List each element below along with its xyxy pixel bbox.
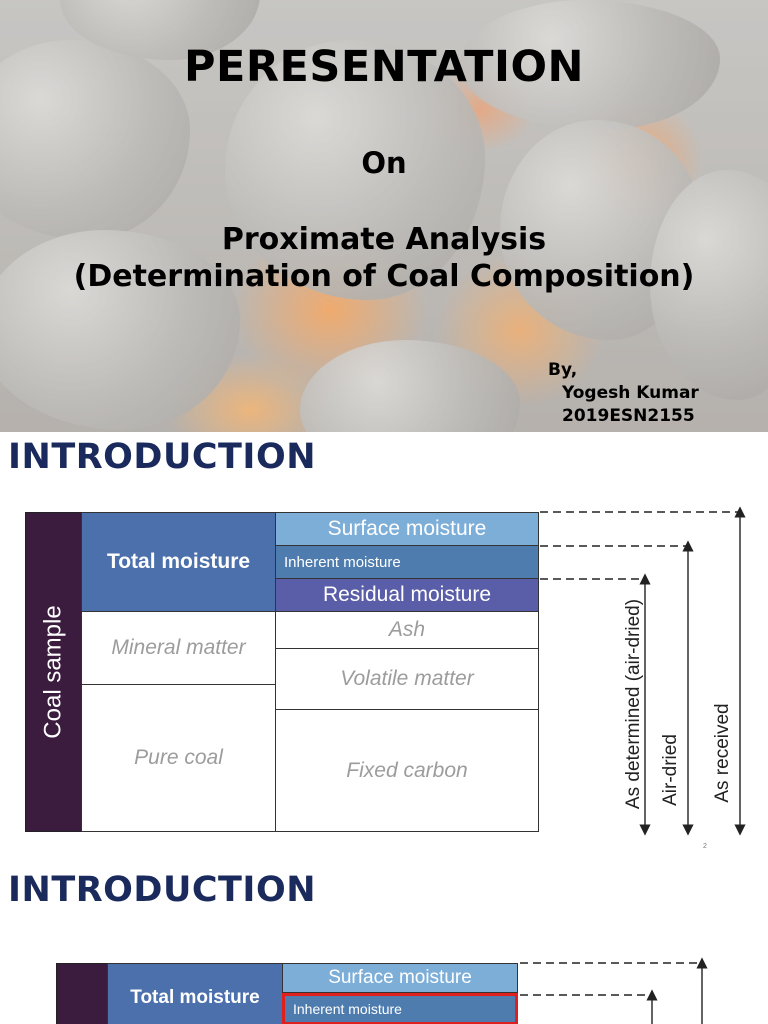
- coal-lump: [460, 0, 720, 130]
- by-label: By,: [548, 360, 578, 380]
- slide3-heading: INTRODUCTION: [8, 870, 316, 910]
- coal-lump: [225, 40, 485, 300]
- page-number: 2: [703, 843, 707, 850]
- coal-lump: [0, 230, 240, 430]
- total-moisture-cell: Total moisture: [81, 512, 276, 612]
- fixed-carbon-cell: Fixed carbon: [275, 709, 539, 832]
- surface-moisture-cell: Surface moisture: [282, 963, 518, 993]
- inherent-moisture-cell-highlighted: Inherent moisture: [282, 993, 518, 1024]
- on-label: On: [361, 146, 407, 180]
- mineral-matter-cell: Mineral matter: [81, 611, 276, 685]
- slide2-heading: INTRODUCTION: [8, 437, 316, 477]
- presentation-title: PERESENTATION: [183, 42, 584, 92]
- coal-lump: [0, 40, 190, 240]
- author-roll-number: 2019ESN2155: [562, 406, 695, 426]
- subtitle-line-2: (Determination of Coal Composition): [73, 259, 695, 294]
- subtitle-line-1: Proximate Analysis: [221, 222, 547, 257]
- pure-coal-cell: Pure coal: [81, 684, 276, 832]
- author-name: Yogesh Kumar: [562, 383, 699, 403]
- title-slide: PERESENTATION On Proximate Analysis (Det…: [0, 0, 768, 432]
- background-overlay: [0, 0, 768, 432]
- residual-moisture-cell: Residual moisture: [275, 578, 539, 612]
- volatile-matter-cell: Volatile matter: [275, 648, 539, 710]
